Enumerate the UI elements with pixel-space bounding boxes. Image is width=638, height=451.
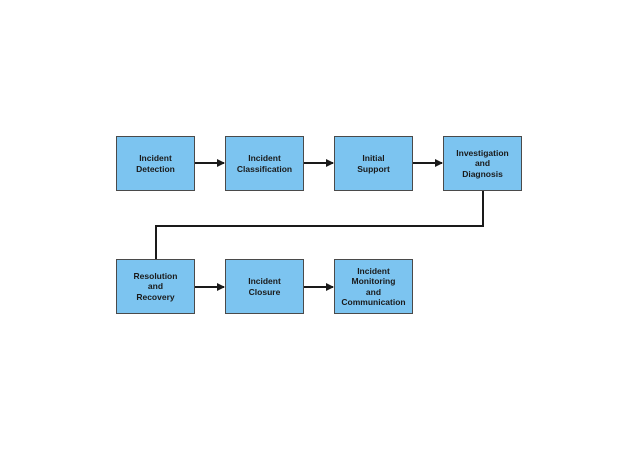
node-incident-closure: Incident Closure <box>225 259 304 314</box>
node-incident-detection: Incident Detection <box>116 136 195 191</box>
connector-investigation-to-resolution <box>155 191 484 259</box>
node-initial-support: Initial Support <box>334 136 413 191</box>
node-incident-classification: Incident Classification <box>225 136 304 191</box>
node-investigation-diagnosis: Investigation and Diagnosis <box>443 136 522 191</box>
node-incident-monitoring: Incident Monitoring and Communication <box>334 259 413 314</box>
node-resolution-recovery: Resolution and Recovery <box>116 259 195 314</box>
